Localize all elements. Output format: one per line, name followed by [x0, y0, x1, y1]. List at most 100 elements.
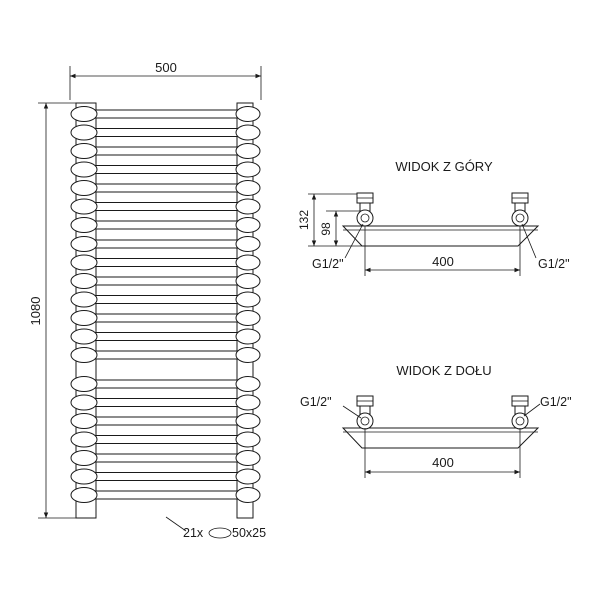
tube-end-right — [235, 376, 261, 392]
tube-bar — [79, 128, 253, 137]
tube-bar — [79, 490, 253, 500]
tube-bar — [79, 276, 253, 286]
tube-bar — [79, 146, 253, 156]
tube-end-left — [70, 143, 98, 159]
tube-end-left — [70, 450, 98, 466]
width-dimension: 500 — [69, 60, 262, 100]
dim-132: 132 — [297, 193, 362, 247]
bottom-thread-right-label: G1/2" — [540, 395, 572, 409]
tube-row — [70, 217, 261, 233]
height-label: 1080 — [28, 297, 43, 326]
tube-end-left — [70, 180, 98, 196]
tube-end-right — [235, 236, 261, 252]
tube-row — [70, 450, 261, 466]
top-thread-left: G1/2" — [312, 223, 364, 271]
tube-bar — [79, 220, 253, 230]
tube-row — [70, 376, 261, 392]
tube-end-left — [70, 431, 98, 448]
tube-row — [70, 291, 261, 308]
tube-row — [70, 413, 261, 429]
bottom-thread-right: G1/2" — [523, 395, 572, 417]
tube-note: 21x 50x25 — [165, 516, 266, 540]
tube-end-right — [235, 124, 261, 141]
tube-bar — [79, 109, 253, 119]
tube-bar — [79, 398, 253, 407]
tube-rows — [70, 106, 261, 503]
tube-end-left — [70, 328, 98, 345]
bottom-view-body — [341, 427, 540, 449]
tube-bar — [79, 313, 253, 323]
top-thread-left-label: G1/2" — [312, 257, 344, 271]
tube-bar — [79, 258, 253, 267]
top-dim-400: 400 — [364, 226, 521, 276]
tube-end-right — [235, 291, 261, 308]
tube-bar — [79, 202, 253, 211]
top-left-valve — [356, 192, 374, 227]
tube-end-right — [235, 413, 261, 429]
tube-end-left — [70, 413, 98, 429]
tube-bar — [79, 453, 253, 463]
tube-row — [70, 468, 261, 485]
tube-end-left — [70, 347, 98, 363]
dim-98: 98 — [319, 210, 360, 246]
tube-end-left — [70, 310, 98, 326]
bottom-dim-400-label: 400 — [432, 455, 454, 470]
top-view-title: WIDOK Z GÓRY — [395, 159, 493, 174]
tube-row — [70, 106, 261, 122]
tube-end-right — [235, 254, 261, 271]
tube-bar — [79, 183, 253, 193]
top-right-valve — [511, 192, 529, 227]
bottom-right-valve — [511, 395, 529, 430]
tube-end-left — [70, 236, 98, 252]
width-label: 500 — [155, 60, 177, 75]
bottom-view-title: WIDOK Z DOŁU — [396, 363, 491, 378]
tube-section-icon — [208, 527, 232, 539]
tube-bar — [79, 435, 253, 444]
tube-end-right — [235, 450, 261, 466]
tube-row — [70, 328, 261, 345]
tube-note-suffix: 50x25 — [232, 526, 266, 540]
tube-row — [70, 310, 261, 326]
tube-end-left — [70, 106, 98, 122]
bottom-thread-left-label: G1/2" — [300, 395, 332, 409]
tube-end-left — [70, 254, 98, 271]
tube-row — [70, 431, 261, 448]
tube-end-right — [235, 161, 261, 178]
tube-end-right — [235, 273, 261, 289]
tube-end-right — [235, 143, 261, 159]
top-view: WIDOK Z GÓRY 132 — [297, 159, 570, 276]
top-view-body — [341, 225, 540, 247]
tube-end-right — [235, 180, 261, 196]
top-thread-right-label: G1/2" — [538, 257, 570, 271]
tube-end-right — [235, 198, 261, 215]
dim-98-label: 98 — [319, 222, 333, 236]
tube-bar — [79, 472, 253, 481]
tube-row — [70, 236, 261, 252]
top-dim-400-label: 400 — [432, 254, 454, 269]
top-thread-right: G1/2" — [521, 223, 570, 271]
height-dimension: 1080 — [28, 102, 90, 519]
tube-row — [70, 124, 261, 141]
tube-row — [70, 180, 261, 196]
tube-bar — [79, 350, 253, 360]
tube-end-left — [70, 291, 98, 308]
bottom-dim-400: 400 — [364, 428, 521, 478]
tube-row — [70, 487, 261, 503]
tube-end-left — [70, 273, 98, 289]
tube-note-prefix: 21x — [183, 526, 204, 540]
tube-row — [70, 143, 261, 159]
tube-bar — [79, 295, 253, 304]
tube-row — [70, 254, 261, 271]
bottom-thread-left: G1/2" — [300, 395, 362, 419]
tube-end-left — [70, 487, 98, 503]
tube-end-left — [70, 468, 98, 485]
tube-end-right — [235, 328, 261, 345]
tube-end-left — [70, 198, 98, 215]
tube-bar — [79, 239, 253, 249]
tube-end-left — [70, 161, 98, 178]
tube-row — [70, 273, 261, 289]
tube-end-left — [70, 124, 98, 141]
tube-end-right — [235, 310, 261, 326]
front-view: 500 1080 21x 50x25 — [28, 60, 266, 540]
